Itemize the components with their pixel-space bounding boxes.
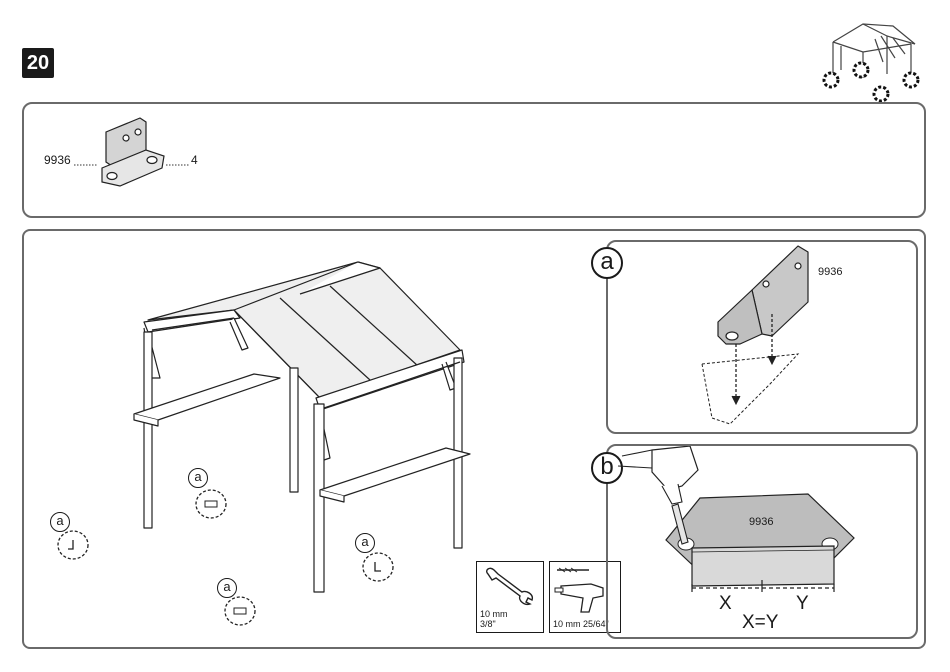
step-number: 20 xyxy=(22,48,54,78)
foot-marker-icon xyxy=(222,594,258,628)
wrench-size-imperial: 3/8" xyxy=(480,619,496,629)
foot-marker-icon xyxy=(824,73,838,87)
foot-marker-icon xyxy=(874,87,888,101)
detail-a-bracket-drawing xyxy=(690,244,820,428)
callout-a-1: a xyxy=(188,468,208,488)
drill-bit-size: 10 mm 25/64" xyxy=(553,619,609,629)
detail-b-drilling-drawing xyxy=(612,446,914,636)
dimension-x-label: X xyxy=(719,593,732,615)
part-quantity: 4 xyxy=(191,153,198,167)
foot-marker-icon xyxy=(904,73,918,87)
detail-a-part-label: 9936 xyxy=(818,266,842,278)
foot-marker-icon xyxy=(360,550,396,584)
detail-a-letter: a xyxy=(591,247,623,279)
foot-marker-icon xyxy=(55,528,91,562)
foot-marker-icon xyxy=(854,63,868,77)
wrench-size-metric: 10 mm xyxy=(480,609,508,619)
wrench-icon xyxy=(482,566,538,606)
gazebo-assembly-drawing xyxy=(130,258,480,598)
detail-b-part-label: 9936 xyxy=(749,516,773,528)
dimension-equation: X=Y xyxy=(742,612,778,634)
progress-thumbnail xyxy=(815,14,930,104)
part-number-label: 9936 xyxy=(44,153,71,167)
dimension-y-label: Y xyxy=(796,593,809,615)
callout-letter: a xyxy=(188,468,208,488)
foot-marker-icon xyxy=(193,487,229,521)
bracket-part-icon xyxy=(98,116,170,190)
